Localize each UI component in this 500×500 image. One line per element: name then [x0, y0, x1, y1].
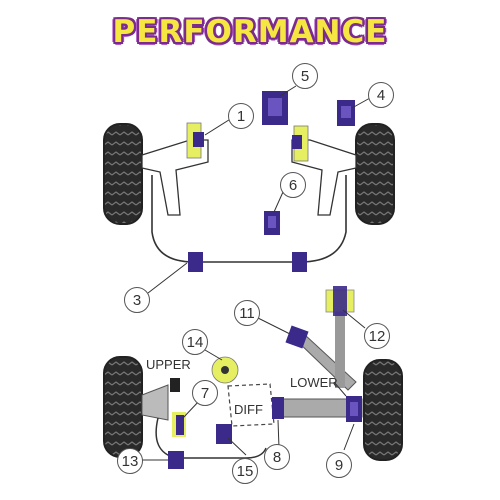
- callout-15: 15: [232, 458, 258, 484]
- front-anti-roll-bar: [151, 175, 347, 263]
- diagram-title: PERFORMANCE: [112, 14, 388, 50]
- bush-9: [346, 396, 362, 422]
- diff-label: DIFF: [234, 402, 263, 417]
- upper-label: UPPER: [146, 357, 191, 372]
- callout-7: 7: [192, 380, 218, 406]
- rear-right-tyre: [363, 359, 403, 461]
- front-left-tyre: [103, 123, 143, 225]
- rear-left-tyre: [103, 356, 143, 458]
- bush-7: [172, 412, 186, 437]
- callout-13: 13: [117, 448, 143, 474]
- differential: [227, 383, 275, 427]
- callout-8: 8: [264, 444, 290, 470]
- callout-9: 9: [326, 452, 352, 478]
- bush-6: [264, 211, 280, 235]
- bush-3b: [292, 252, 307, 272]
- callout-5: 5: [292, 63, 318, 89]
- callout-1: 1: [228, 103, 254, 129]
- callout-4: 4: [368, 82, 394, 108]
- bush-5: [262, 91, 288, 125]
- callout-3: 3: [124, 287, 150, 313]
- callout-12: 12: [364, 323, 390, 349]
- bush-2: [292, 125, 309, 162]
- bush-12: [325, 286, 355, 316]
- callout-14: 14: [182, 329, 208, 355]
- bush-14: [211, 356, 239, 384]
- bush-8: [272, 397, 284, 419]
- callout-11: 11: [234, 300, 260, 326]
- bush-11: [285, 325, 309, 349]
- leader-lines: [142, 85, 371, 461]
- callout-6: 6: [280, 172, 306, 198]
- bush-1: [186, 122, 204, 159]
- bush-3a: [188, 252, 203, 272]
- bush-13: [168, 451, 184, 469]
- bush-4: [337, 100, 355, 126]
- lower-label: LOWER: [290, 375, 338, 390]
- front-right-tyre: [355, 123, 395, 225]
- bush-15: [216, 424, 232, 444]
